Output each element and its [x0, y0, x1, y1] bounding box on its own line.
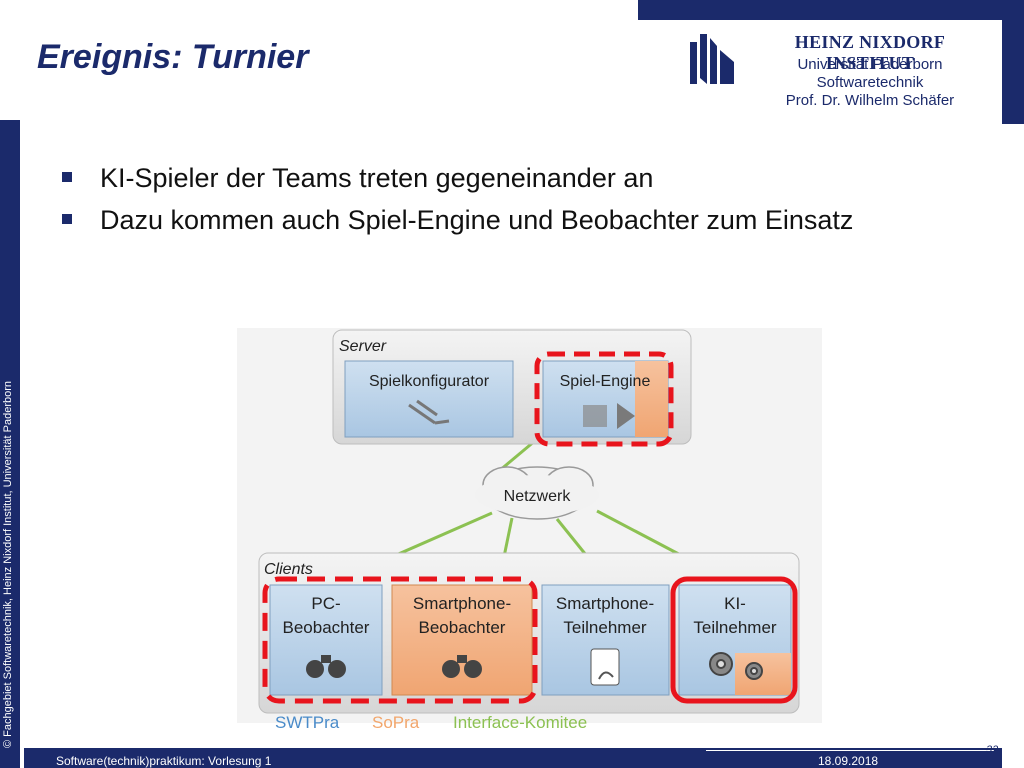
square-bullet-icon: [62, 214, 72, 224]
binoculars-icon: [306, 655, 346, 678]
sopra-highlight: [262, 576, 538, 704]
hni-logo-icon: [690, 34, 734, 84]
bullet-item: KI-Spieler der Teams treten gegeneinande…: [62, 158, 853, 200]
gears-icon: [709, 652, 763, 680]
clients-label: Clients: [264, 561, 313, 578]
footer-divider: [706, 750, 994, 751]
cloud-fill: [475, 475, 599, 515]
bullet-text: KI-Spieler der Teams treten gegeneinande…: [100, 163, 654, 193]
department-name: Softwaretechnik: [816, 74, 924, 91]
bullet-item: Dazu kommen auch Spiel-Engine und Beobac…: [62, 200, 853, 242]
institute-logo: HEINZ NIXDORF INSTITUT Universität Pader…: [690, 28, 990, 112]
copyright-side-text: © Fachgebiet Softwaretechnik, Heinz Nixd…: [2, 381, 14, 748]
pc-beobachter-line1: PC-: [311, 594, 340, 613]
university-name: Universität Paderborn: [797, 56, 943, 73]
legend-swtpra: SWTPra: [275, 713, 340, 732]
square-bullet-icon: [62, 172, 72, 182]
smartphone-beobachter-line1: Smartphone-: [413, 594, 511, 613]
spiel-engine-sopra-half: [635, 361, 668, 437]
left-accent-bar: [0, 120, 20, 768]
architecture-diagram: Server Spielkonfigurator Spiel-Engine Ne…: [237, 328, 822, 732]
pc-beobachter-line2: Beobachter: [283, 618, 370, 637]
legend-sopra: SoPra: [372, 713, 420, 732]
slide-title: Ereignis: Turnier: [37, 38, 309, 76]
ki-teilnehmer-sopra-half: [735, 653, 791, 695]
smartphone-touch-icon: [590, 648, 620, 686]
binoculars-icon: [442, 655, 482, 678]
smartphone-teilnehmer-line1: Smartphone-: [556, 594, 654, 613]
professor-name: Prof. Dr. Wilhelm Schäfer: [785, 92, 955, 109]
ki-teilnehmer-line2: Teilnehmer: [693, 618, 776, 637]
server-label: Server: [339, 338, 387, 355]
spielkonfigurator-box: [344, 360, 514, 438]
spiel-engine-highlight: [534, 351, 674, 447]
header-bar: [638, 0, 1024, 20]
bullet-text: Dazu kommen auch Spiel-Engine und Beobac…: [100, 205, 854, 235]
footer-bar: [24, 748, 1002, 768]
institute-name: HEINZ NIXDORF INSTITUT: [794, 32, 946, 73]
bullet-list: KI-Spieler der Teams treten gegeneinande…: [62, 158, 853, 242]
play-icon: [617, 403, 635, 429]
footer-date: 18.09.2018: [818, 754, 879, 768]
page-number: 32: [986, 744, 999, 756]
spiel-engine-label: Spiel-Engine: [560, 373, 651, 390]
smartphone-beobachter-box: [391, 584, 533, 696]
spielkonfigurator-label: Spielkonfigurator: [369, 373, 490, 390]
ki-teilnehmer-highlight: [670, 576, 798, 704]
footer-course: Software(technik)praktikum: Vorlesung 1: [56, 754, 272, 768]
netzwerk-label: Netzwerk: [504, 488, 572, 505]
engine-gear-icon: [583, 405, 607, 427]
smartphone-teilnehmer-line2: Teilnehmer: [563, 618, 646, 637]
smartphone-beobachter-line2: Beobachter: [419, 618, 506, 637]
tool-icon: [408, 399, 450, 425]
right-accent-bar: [1002, 0, 1024, 124]
ki-teilnehmer-line1: KI-: [724, 594, 746, 613]
pc-beobachter-box: [269, 584, 383, 696]
legend-interface-komitee: Interface-Komitee: [453, 713, 587, 732]
